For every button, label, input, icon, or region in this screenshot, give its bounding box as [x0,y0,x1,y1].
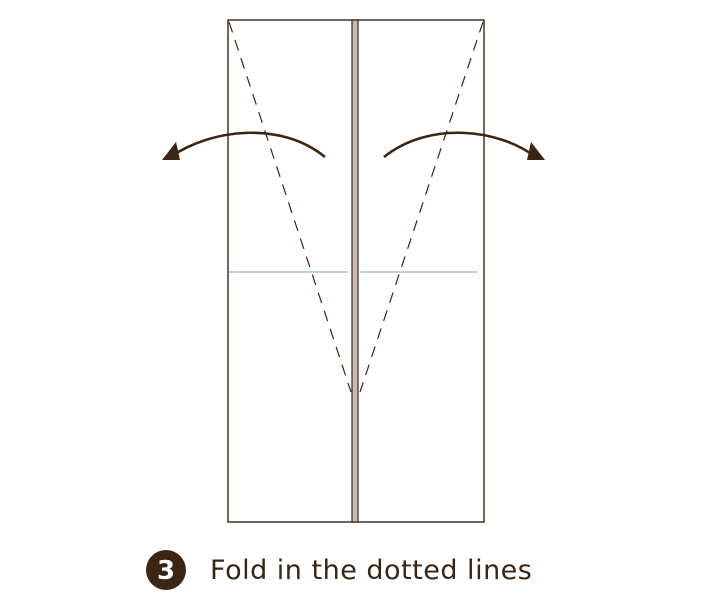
instruction-text: Fold in the dotted lines [210,555,532,586]
center-strip [351,19,359,523]
arrowhead-right [527,142,545,160]
dotted-fold-line-left [228,21,352,393]
dotted-fold-line-right [359,21,484,393]
step-badge [146,550,186,590]
step-number: 3 [157,556,175,586]
curved-arrow-left-icon [171,131,326,159]
curved-arrow-right-icon [383,131,535,159]
arrowhead-left [162,142,180,160]
